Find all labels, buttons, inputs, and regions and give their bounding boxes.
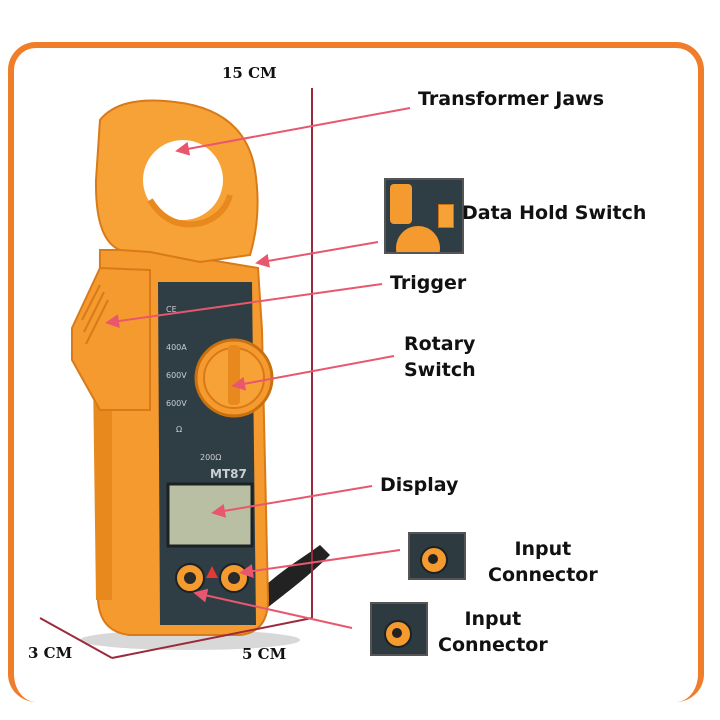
svg-text:200Ω: 200Ω (200, 453, 221, 462)
leader-lines (105, 107, 411, 629)
width-dimension-label: 5 CM (242, 645, 287, 663)
trigger (71, 266, 151, 411)
orange-frame (8, 42, 704, 702)
transformer-jaws-label: Transformer Jaws (418, 88, 605, 110)
svg-text:600V: 600V (166, 399, 187, 408)
rotary-switch-label-line2: Switch (404, 359, 476, 381)
model-label: MT87 (210, 467, 247, 481)
warning-triangle (206, 566, 218, 578)
input-connector-1-label: Input Connector (488, 536, 598, 588)
input-connector-2-label: Input Connector (438, 606, 548, 658)
rotary-switch-knob (228, 345, 240, 405)
inset-hold-button (438, 204, 454, 228)
leader-display (211, 485, 373, 518)
inset-jack-2-hole (392, 628, 402, 638)
input-connector-1-label-line1: Input (514, 538, 572, 560)
leader-input-connector-1 (239, 549, 401, 578)
rotary-switch-label: Rotary Switch (404, 331, 476, 383)
depth-dimension-label: 3 CM (28, 644, 73, 662)
leader-trigger (105, 283, 383, 328)
svg-text:Ω: Ω (176, 425, 182, 434)
inset-jack-1-hole (428, 554, 438, 564)
leader-input-connector-2 (193, 588, 353, 629)
jaw-opening (143, 140, 223, 220)
inset-rotary-edge (396, 226, 440, 252)
trigger-ridges (81, 284, 109, 345)
input-jack-com-hole (184, 572, 196, 584)
inset-jack-2 (384, 620, 412, 648)
svg-text:400A: 400A (166, 343, 187, 352)
input-connector-1-label-line2: Connector (488, 564, 598, 586)
inset-body-edge (390, 184, 412, 224)
input-connector-inset-1 (408, 532, 466, 580)
data-hold-inset (384, 178, 464, 254)
rotary-switch-label-line1: Rotary (404, 333, 476, 355)
input-connector-2-label-line2: Connector (438, 634, 548, 656)
width-dimension-line (111, 617, 313, 659)
display-label: Display (380, 474, 459, 496)
data-hold-switch-label: Data Hold Switch (462, 202, 647, 224)
leader-data-hold (255, 241, 379, 268)
lcd-display (166, 482, 254, 548)
svg-text:CE: CE (166, 305, 177, 314)
input-jack-v-hole (228, 572, 240, 584)
depth-dimension-line (39, 617, 113, 659)
leader-transformer-jaws (175, 107, 411, 156)
svg-text:600V: 600V (166, 371, 187, 380)
leader-rotary-switch (231, 355, 395, 391)
faceplate-markings: CE 400A 600V 600V Ω 200Ω (166, 305, 221, 462)
input-connector-inset-2 (370, 602, 428, 656)
input-connector-2-label-line1: Input (464, 608, 522, 630)
dimension-lines (39, 88, 313, 659)
trigger-label: Trigger (390, 272, 467, 294)
jaw-inner-rim (147, 194, 233, 228)
test-lead-cable (250, 545, 330, 612)
height-dimension-label: 15 CM (222, 64, 277, 82)
